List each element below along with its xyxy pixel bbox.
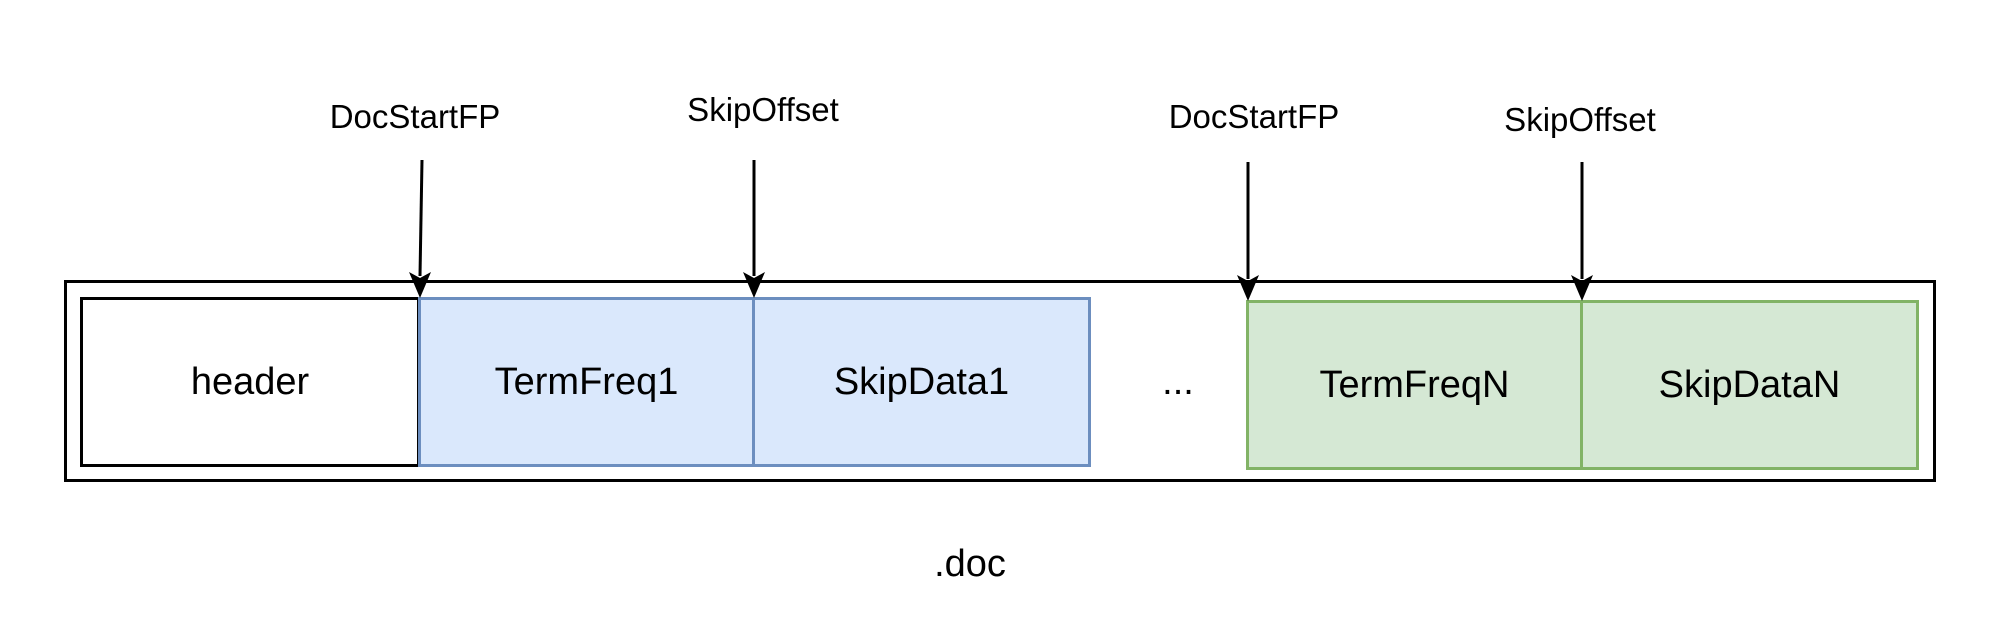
skip-data-1-block: SkipData1	[752, 297, 1091, 467]
term-freq-1-block: TermFreq1	[418, 297, 755, 467]
file-caption: .doc	[934, 543, 1006, 585]
pointer-label-skip-offset-n: SkipOffset	[1504, 101, 1656, 138]
term-freq-n-label: TermFreqN	[1319, 363, 1510, 406]
term-freq-n-block: TermFreqN	[1246, 300, 1583, 470]
pointer-label-doc-start-fp-1: DocStartFP	[329, 98, 501, 135]
skip-data-n-block: SkipDataN	[1580, 300, 1919, 470]
pointer-label-doc-start-fp-n: DocStartFP	[1168, 98, 1340, 135]
doc-file-frame	[64, 280, 1936, 482]
term-freq-1-label: TermFreq1	[494, 360, 679, 403]
skip-data-n-label: SkipDataN	[1658, 363, 1841, 406]
arrow-skip-offset-1	[743, 160, 765, 298]
skip-data-1-label: SkipData1	[833, 360, 1010, 403]
arrow-doc-start-fp-1	[409, 159, 431, 298]
header-block-label: header	[190, 360, 310, 403]
header-block: header	[80, 297, 420, 467]
ellipsis: ...	[1162, 361, 1194, 403]
pointer-label-skip-offset-1: SkipOffset	[687, 91, 839, 128]
